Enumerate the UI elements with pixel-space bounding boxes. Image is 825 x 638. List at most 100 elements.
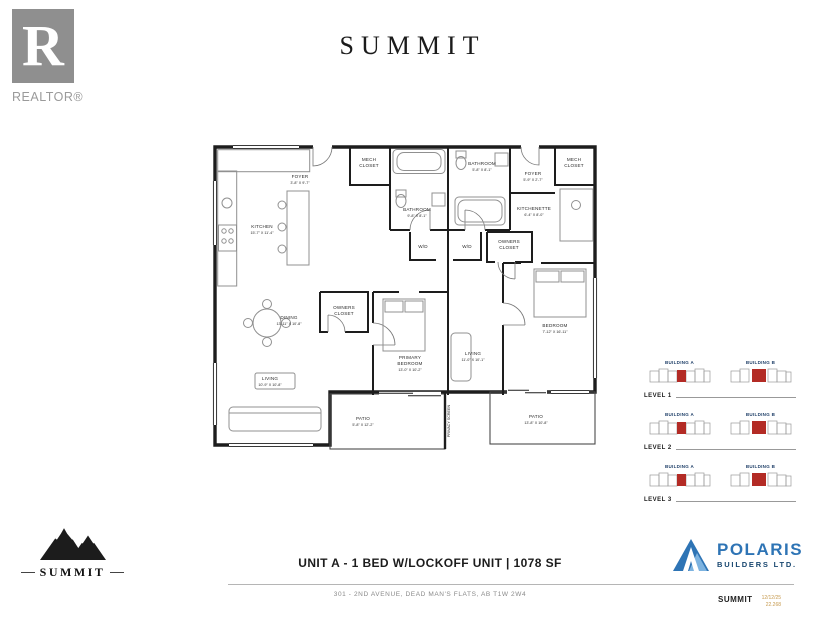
label-patio-left: PATIO <box>356 416 370 421</box>
label-primary-bedroom: PRIMARY <box>399 355 421 360</box>
exterior-walls <box>213 145 597 447</box>
doors <box>312 143 540 346</box>
highlighted-unit <box>676 370 686 382</box>
footer-divider-line <box>228 584 794 585</box>
label-wd-right: W/D <box>462 244 472 249</box>
mountain-icon <box>39 523 106 560</box>
highlighted-unit <box>751 473 766 486</box>
label-dining: DINING <box>280 315 298 320</box>
interior-walls <box>319 147 595 395</box>
realtor-logo-box: R <box>12 9 74 83</box>
label-owners-right: OWNERS <box>498 239 520 244</box>
label-foyer-right-dims: 5'-9" X 2'-7" <box>523 178 543 182</box>
polaris-name: POLARIS <box>717 540 804 559</box>
building-a-footprint-level3 <box>649 472 710 487</box>
building-a-footprint-level1 <box>649 368 710 383</box>
title-block-stamp: SUMMIT 12/12/25 22.268 <box>718 595 781 609</box>
project-address: 301 - 2ND AVENUE, DEAD MAN'S FLATS, AB T… <box>333 591 527 598</box>
label-bath-right: BATHROOM <box>468 161 496 166</box>
label-bedroom-right-dims: 7'-12" X 16'-11" <box>542 330 568 334</box>
label-bath-left: BATHROOM <box>403 207 431 212</box>
polaris-text-block: POLARIS BUILDERS LTD. <box>717 541 803 569</box>
label-wd-left: W/D <box>418 244 428 249</box>
windows <box>212 144 598 448</box>
stamp-project-name: SUMMIT <box>718 595 753 604</box>
label-foyer-right: FOYER <box>525 171 542 176</box>
unit-title: UNIT A - 1 BED W/LOCKOFF UNIT | 1078 SF <box>298 556 562 570</box>
level-2-label: LEVEL 2 <box>644 445 672 451</box>
label-living-left-dims: 10'-9" X 10'-8" <box>258 383 282 387</box>
highlighted-unit <box>676 474 686 486</box>
building-b-footprint-level1 <box>730 368 791 383</box>
level-3-label: LEVEL 3 <box>644 497 672 503</box>
key-level1-building-b: BUILDING B <box>725 360 796 391</box>
building-b-label: BUILDING B <box>745 464 776 469</box>
label-bath-right-dims: 5'-8" X 8'-1" <box>472 168 492 172</box>
level-2-label-row: LEVEL 2 <box>644 445 796 451</box>
furniture <box>217 149 594 432</box>
label-kitchenette: KITCHENETTE <box>517 206 551 211</box>
building-b-footprint-level3 <box>730 472 791 487</box>
label-mech-left: MECH <box>362 157 376 162</box>
label-bath-left-dims: 9'-8" X 8'-1" <box>407 214 427 218</box>
realtor-logo: R REALTOR® <box>12 9 90 104</box>
label-owners-left: OWNERS <box>333 305 355 310</box>
label-patio-left-dims: 5'-8" X 12'-2" <box>352 423 374 427</box>
building-level-key: BUILDING A BUILDING B <box>644 360 796 516</box>
key-level3-building-a: BUILDING A <box>644 464 715 495</box>
summit-logo: SUMMIT <box>15 518 130 580</box>
label-dining-dims: 13'-11" X 10'-8" <box>276 322 302 326</box>
level-3-label-row: LEVEL 3 <box>644 497 796 503</box>
building-a-label: BUILDING A <box>664 412 695 417</box>
label-kitchen: KITCHEN <box>251 224 273 229</box>
summit-logo-line-right <box>110 572 125 573</box>
key-level-3: BUILDING A BUILDING B <box>644 464 796 503</box>
label-kitchenette-dims: 6'-4" X 8'-0" <box>524 213 544 217</box>
stamp-numbers: 12/12/25 22.268 <box>762 595 781 609</box>
highlighted-unit <box>676 422 686 434</box>
room-labels: FOYER 3'-8" X 9'-7" MECH CLOSET BATHROOM… <box>250 157 583 437</box>
label-living-right-dims: 11'-0" X 10'-1" <box>461 358 485 362</box>
building-a-footprint-level2 <box>649 420 710 435</box>
stamp-date: 12/12/25 <box>761 595 782 601</box>
key-level1-building-a: BUILDING A <box>644 360 715 391</box>
label-mech-left-2: CLOSET <box>359 163 379 168</box>
label-patio-right-dims: 13'-8" X 10'-8" <box>524 421 548 425</box>
key-level2-building-b: BUILDING B <box>725 412 796 443</box>
page-title: SUMMIT <box>339 31 486 60</box>
label-kitchen-dims: 15'-7" X 11'-4" <box>250 231 274 235</box>
label-owners-left-2: CLOSET <box>334 311 354 316</box>
key-level-2: BUILDING A BUILDING B <box>644 412 796 451</box>
label-bedroom-right: BEDROOM <box>542 323 567 328</box>
sliding-doors <box>379 388 547 398</box>
highlighted-unit <box>751 421 766 434</box>
key-level-1: BUILDING A BUILDING B <box>644 360 796 399</box>
polaris-mountain-icon <box>673 539 709 571</box>
floor-plan: FOYER 3'-8" X 9'-7" MECH CLOSET BATHROOM… <box>212 143 598 450</box>
key-level3-building-b: BUILDING B <box>725 464 796 495</box>
building-b-footprint-level2 <box>730 420 791 435</box>
label-primary-bedroom-2: BEDROOM <box>397 361 422 366</box>
label-foyer-left-dims: 3'-8" X 9'-7" <box>290 181 310 185</box>
label-living-left: LIVING <box>262 376 278 381</box>
label-owners-right-2: CLOSET <box>499 245 519 250</box>
summit-logo-line-left <box>20 572 35 573</box>
building-b-label: BUILDING B <box>745 412 776 417</box>
polaris-subtitle: BUILDERS LTD. <box>717 560 797 569</box>
key-level2-building-a: BUILDING A <box>644 412 715 443</box>
realtor-r-glyph: R <box>22 13 64 78</box>
building-a-label: BUILDING A <box>664 360 695 365</box>
label-mech-right-2: CLOSET <box>564 163 584 168</box>
level-1-label: LEVEL 1 <box>644 393 672 399</box>
highlighted-unit <box>751 369 766 382</box>
realtor-label: REALTOR® <box>12 90 84 104</box>
level-1-label-row: LEVEL 1 <box>644 393 796 399</box>
polaris-logo: POLARIS BUILDERS LTD. <box>672 537 803 573</box>
label-foyer-left: FOYER <box>292 174 309 179</box>
stamp-number: 22.268 <box>765 602 782 608</box>
label-patio-right: PATIO <box>529 414 543 419</box>
label-mech-right: MECH <box>567 157 581 162</box>
building-a-label: BUILDING A <box>664 464 695 469</box>
label-primary-bedroom-dims: 13'-0" X 10'-2" <box>398 368 422 372</box>
summit-logo-text-row: SUMMIT <box>20 565 125 580</box>
